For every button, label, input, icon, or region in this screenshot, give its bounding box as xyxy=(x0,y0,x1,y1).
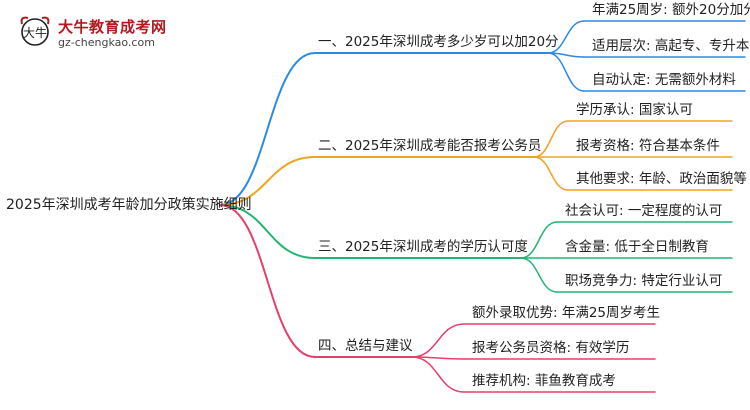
branch-to-leaf-connector xyxy=(547,20,585,54)
branch-to-leaf-connector xyxy=(411,323,465,358)
logo-mark-text: 大牛 xyxy=(23,25,47,40)
site-logo[interactable]: 大牛 大牛教育成考网 gz-chengkao.com xyxy=(18,14,188,54)
leaf-label: 自动认定: 无需额外材料 xyxy=(592,72,736,88)
branch-label: 一、2025年深圳成考多少岁可以加20分 xyxy=(318,34,559,50)
leaf-label: 报考公务员资格: 有效学历 xyxy=(472,340,630,356)
leaf-label: 适用层次: 高起专、专升本等 xyxy=(592,38,750,54)
branch-to-leaf-connector xyxy=(547,52,585,92)
leaf-label: 学历承认: 国家认可 xyxy=(576,102,693,118)
leaf-label: 含金量: 低于全日制教育 xyxy=(565,239,709,255)
root-to-branch-connector xyxy=(219,52,316,206)
logo-mascot-icon: 大牛 xyxy=(20,16,50,46)
logo-title: 大牛教育成考网 xyxy=(58,18,167,36)
leaf-label: 社会认可: 一定程度的认可 xyxy=(565,203,723,219)
branch-label: 二、2025年深圳成考能否报考公务员 xyxy=(318,138,542,154)
leaf-label: 额外录取优势: 年满25周岁考生 xyxy=(472,305,661,321)
leaf-label: 职场竞争力: 特定行业认可 xyxy=(565,273,723,289)
leaf-label: 推荐机构: 菲鱼教育成考 xyxy=(472,373,616,389)
leaf-label: 年满25周岁: 额外20分加分 xyxy=(592,2,750,18)
branch-to-leaf-connector xyxy=(411,356,465,393)
branch-to-leaf-connector xyxy=(520,221,558,259)
logo-url: gz-chengkao.com xyxy=(58,36,155,49)
root-to-branch-connector xyxy=(219,204,316,358)
branch-to-leaf-connector xyxy=(533,120,569,158)
mindmap-root: 2025年深圳成考年龄加分政策实施细则 xyxy=(6,197,252,213)
branch-label: 四、总结与建议 xyxy=(318,338,413,354)
branch-to-leaf-connector xyxy=(533,156,569,191)
root-to-branch-connector xyxy=(219,156,316,206)
branch-to-leaf-connector xyxy=(520,257,558,293)
root-to-branch-connector xyxy=(219,204,316,259)
branch-label: 三、2025年深圳成考的学历认可度 xyxy=(318,239,528,255)
leaf-label: 其他要求: 年龄、政治面貌等 xyxy=(576,171,747,187)
leaf-label: 报考资格: 符合基本条件 xyxy=(576,138,720,154)
